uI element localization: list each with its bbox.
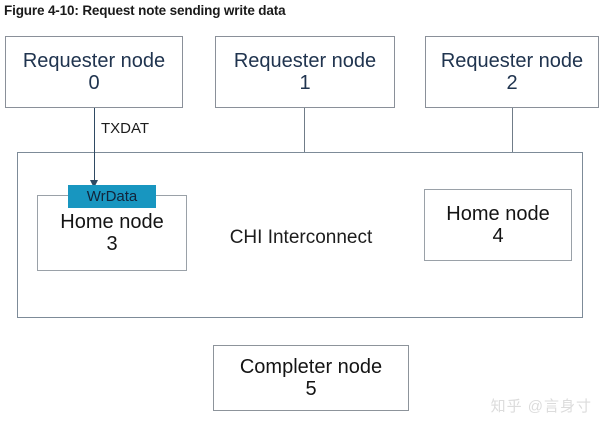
requester-node-2-id: 2 — [506, 72, 518, 94]
txdat-flow-label: TXDAT — [101, 120, 150, 137]
chi-interconnect-label: CHI Interconnect — [229, 227, 373, 248]
requester-node-2: Requester node 2 — [425, 36, 599, 108]
requester-node-0: Requester node 0 — [5, 36, 183, 108]
requester-node-1-label: Requester node — [233, 49, 377, 72]
completer-node-5: Completer node 5 — [213, 345, 409, 411]
home-node-3-id: 3 — [106, 233, 118, 255]
figure-title: Figure 4-10: Request note sending write … — [4, 3, 286, 18]
watermark: 知乎 @言身寸 — [490, 398, 592, 415]
requester-node-0-id: 0 — [88, 72, 100, 94]
completer-node-5-id: 5 — [305, 378, 317, 400]
home-node-4-label: Home node — [446, 202, 550, 225]
completer-node-5-label: Completer node — [239, 355, 383, 378]
home-node-4: Home node 4 — [424, 189, 572, 261]
requester-node-2-label: Requester node — [440, 49, 584, 72]
home-node-3-label: Home node — [60, 210, 164, 233]
requester-node-0-label: Requester node — [22, 49, 166, 72]
home-node-3: Home node 3 — [37, 195, 187, 271]
txdat-arrow-shaft — [94, 108, 96, 182]
txdat-arrow-head-icon — [90, 180, 98, 188]
connector-requester-2-to-interconnect — [512, 108, 513, 152]
wrdata-badge: WrData — [68, 185, 156, 208]
requester-node-1-id: 1 — [299, 72, 311, 94]
home-node-4-id: 4 — [492, 225, 504, 247]
requester-node-1: Requester node 1 — [215, 36, 395, 108]
connector-requester-1-to-interconnect — [304, 108, 305, 152]
